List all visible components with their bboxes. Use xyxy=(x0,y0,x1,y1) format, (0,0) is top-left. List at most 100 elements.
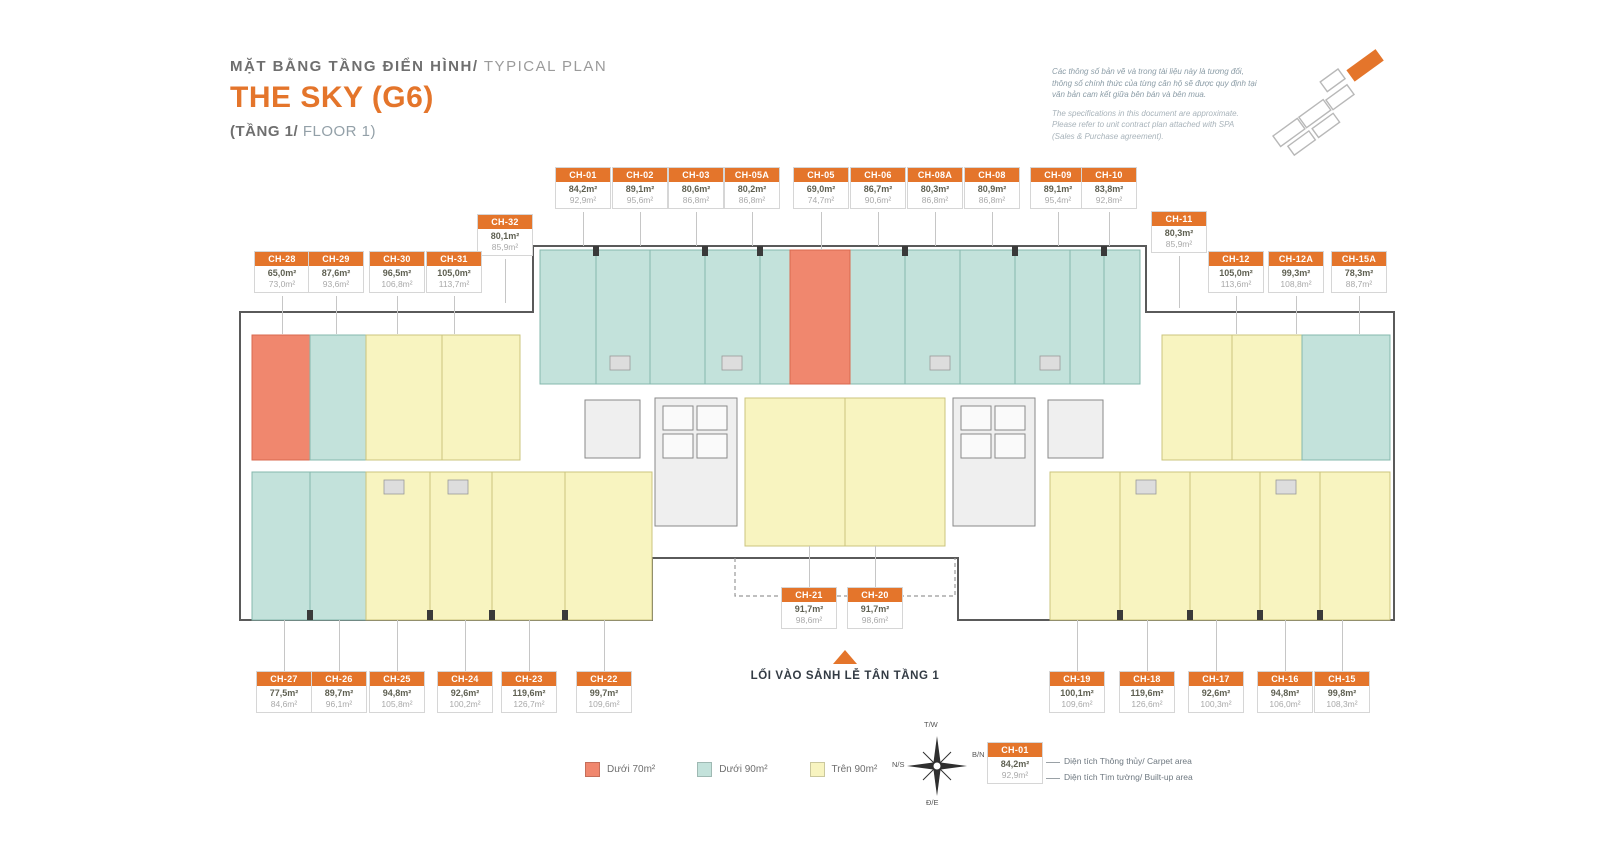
floor-label: (TẦNG 1/ FLOOR 1) xyxy=(230,123,607,140)
site-location-map xyxy=(1272,49,1384,157)
unit-id: CH-05A xyxy=(725,168,779,182)
unit-carpet-area: 105,0m² xyxy=(437,268,471,278)
leader-line xyxy=(1236,296,1237,334)
unit-carpet-area: 78,3m² xyxy=(1344,268,1374,278)
unit-built-area: 98,6m² xyxy=(861,615,889,625)
unit-built-area: 109,6m² xyxy=(1061,699,1093,709)
leader-line xyxy=(1058,212,1059,246)
unit-carpet-area: 100,1m² xyxy=(1060,688,1094,698)
unit-built-area: 73,0m² xyxy=(268,279,296,289)
unit-carpet-area: 83,8m² xyxy=(1094,184,1124,194)
unit-carpet-area: 89,7m² xyxy=(324,688,354,698)
leader-line xyxy=(1216,620,1217,672)
leader-line xyxy=(336,296,337,334)
unit-built-area: 113,7m² xyxy=(438,279,470,289)
unit-id: CH-03 xyxy=(669,168,723,182)
unit-built-area: 126,6m² xyxy=(1131,699,1163,709)
color-legend: Dưới 70m² Dưới 90m² Trên 90m² xyxy=(585,762,877,777)
leader-line xyxy=(640,212,641,246)
leader-line xyxy=(505,259,506,303)
unit-built-area: 92,8m² xyxy=(1095,195,1123,205)
unit-id: CH-06 xyxy=(851,168,905,182)
unit-id: CH-08A xyxy=(908,168,962,182)
unit-id: CH-16 xyxy=(1258,672,1312,686)
unit-carpet-area: 65,0m² xyxy=(267,268,297,278)
unit-carpet-area: 105,0m² xyxy=(1219,268,1253,278)
core-left xyxy=(654,397,738,527)
unit-built-area: 95,6m² xyxy=(626,195,654,205)
compass-label-east: Đ/E xyxy=(926,798,939,807)
entrance-arrow-icon xyxy=(833,650,857,664)
leader-line xyxy=(992,212,993,246)
unit-carpet-area: 99,3m² xyxy=(1281,268,1311,278)
leader-line xyxy=(935,212,936,246)
compass-label-north: B/N xyxy=(972,750,985,759)
unit-carpet-area: 119,6m² xyxy=(512,688,546,698)
leader-line xyxy=(1077,620,1078,672)
unit-built-area: 105,8m² xyxy=(381,699,413,709)
leader-line xyxy=(583,212,584,246)
unit-carpet-area: 80,3m² xyxy=(920,184,950,194)
legend-label: Dưới 70m² xyxy=(607,764,656,775)
leader-line xyxy=(397,296,398,334)
unit-carpet-area: 89,1m² xyxy=(1043,184,1073,194)
header: MẶT BẰNG TẦNG ĐIỂN HÌNH/ TYPICAL PLAN TH… xyxy=(230,58,607,140)
key-carpet-label: Diện tích Thông thủy/ Carpet area xyxy=(1064,756,1192,766)
disclaimer-vn: Các thông số bản vẽ và trong tài liệu nà… xyxy=(1052,67,1257,100)
key-connector-line xyxy=(1046,762,1060,763)
compass-label-south: N/S xyxy=(892,760,905,769)
unit-built-area: 95,4m² xyxy=(1044,195,1072,205)
unit-carpet-area: 80,3m² xyxy=(1164,228,1194,238)
unit-carpet-area: 89,1m² xyxy=(625,184,655,194)
unit-id: CH-15A xyxy=(1332,252,1386,266)
leader-line xyxy=(1109,212,1110,246)
unit-id: CH-22 xyxy=(577,672,631,686)
unit-built-area: 85,9m² xyxy=(491,242,519,252)
leader-line xyxy=(1179,256,1180,308)
legend-label: Trên 90m² xyxy=(831,764,878,775)
unit-carpet-area: 80,1m² xyxy=(490,231,520,241)
page-title: THE SKY (G6) xyxy=(230,81,434,114)
unit-carpet-area: 91,7m² xyxy=(860,604,890,614)
leader-line xyxy=(529,620,530,672)
compass-rose xyxy=(907,736,967,796)
unit-carpet-area: 86,7m² xyxy=(863,184,893,194)
unit-carpet-area: 96,5m² xyxy=(382,268,412,278)
legend-label: Dưới 90m² xyxy=(719,764,768,775)
unit-built-area: 92,9m² xyxy=(569,195,597,205)
leader-line xyxy=(1342,620,1343,672)
unit-built-area: 96,1m² xyxy=(325,699,353,709)
unit-built-area: 88,7m² xyxy=(1345,279,1373,289)
unit-built-area: 98,6m² xyxy=(795,615,823,625)
unit-id: CH-30 xyxy=(370,252,424,266)
unit-built-area: 106,0m² xyxy=(1269,699,1301,709)
leader-line xyxy=(696,212,697,246)
unit-id: CH-08 xyxy=(965,168,1019,182)
unit-carpet-area: 77,5m² xyxy=(269,688,299,698)
unit-id: CH-26 xyxy=(312,672,366,686)
leader-line xyxy=(878,212,879,246)
leader-line xyxy=(1147,620,1148,672)
unit-built-area: 126,7m² xyxy=(513,699,545,709)
unit-carpet-area: 80,6m² xyxy=(681,184,711,194)
unit-built-area: 93,6m² xyxy=(322,279,350,289)
unit-built-area: 108,3m² xyxy=(1326,699,1358,709)
legend-swatch xyxy=(809,762,825,777)
leader-line xyxy=(821,212,822,250)
